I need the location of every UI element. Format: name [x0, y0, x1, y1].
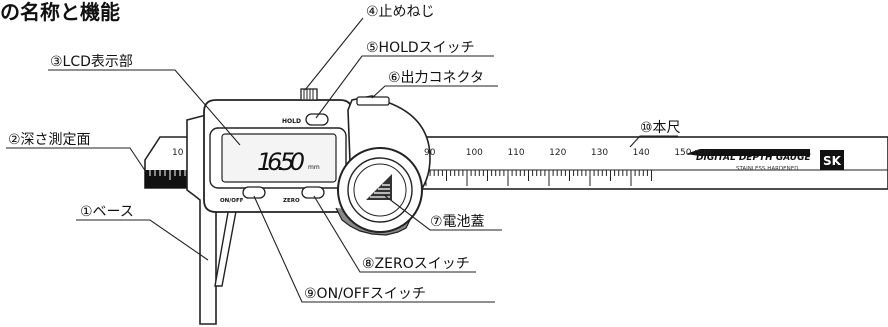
label-battery-cover: ⑦電池蓋 — [430, 214, 485, 230]
label-zero-switch: ⑧ZEROスイッチ — [362, 256, 470, 272]
label-lcd: ③LCD表示部 — [50, 54, 133, 70]
leader-lines — [6, 17, 678, 303]
scale-number: 90 — [424, 148, 436, 158]
hold-label: HOLD — [282, 118, 301, 125]
onoff-switch[interactable]: ON/OFF — [220, 186, 266, 204]
label-hold-switch: ⑤HOLDスイッチ — [366, 40, 475, 56]
logo-mark — [820, 150, 844, 170]
hold-switch[interactable]: HOLD — [282, 113, 329, 126]
brand-sub-text: STAINLESS HARDENED — [736, 166, 798, 172]
label-depth-face: ②深さ測定面 — [8, 132, 91, 148]
onoff-label: ON/OFF — [220, 198, 244, 204]
logo-text: SK — [823, 154, 842, 168]
lock-screw[interactable] — [300, 88, 318, 101]
scale-number: 100 — [466, 148, 483, 158]
scale-left-number: 10 — [172, 148, 184, 158]
lcd-value: 16.50 — [257, 148, 305, 176]
brand-text: DIGITAL DEPTH GAUGE — [696, 153, 811, 163]
label-main-scale: ⑩本尺 — [640, 120, 681, 136]
main-scale: DIGITAL DEPTH GAUGE STAINLESS HARDENED S… — [389, 136, 888, 190]
label-onoff-switch: ⑨ON/OFFスイッチ — [304, 286, 426, 302]
scale-number: 150 mm — [674, 148, 712, 158]
battery-cover[interactable] — [335, 147, 423, 236]
scale-number: 140 — [633, 148, 650, 158]
scale-number: 110 — [507, 148, 524, 158]
label-lock-screw: ④止めねじ — [366, 4, 435, 20]
display-housing: 16.50 mm — [203, 99, 353, 213]
page-title: の名称と機能 — [0, 0, 120, 24]
scale-number: 130 — [591, 148, 608, 158]
scale-number: 120 — [549, 148, 566, 158]
zero-switch[interactable]: ZERO — [283, 186, 325, 204]
lcd-screen — [221, 133, 337, 183]
zero-label: ZERO — [283, 198, 300, 204]
label-output-connector: ⑥出力コネクタ — [388, 70, 484, 86]
label-base: ①ベース — [80, 204, 134, 220]
lcd-unit: mm — [308, 164, 320, 171]
